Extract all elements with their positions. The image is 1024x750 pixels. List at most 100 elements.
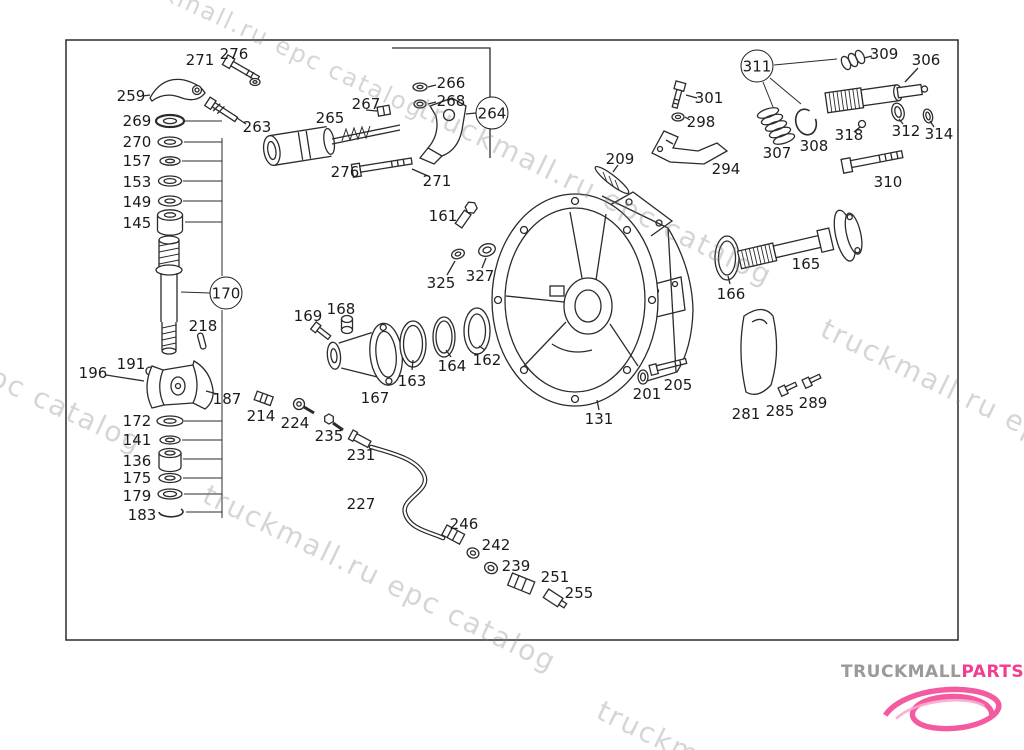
part-label-149: 149 <box>122 193 152 211</box>
fittings-214-224-235-231 <box>253 390 372 449</box>
part-label-162: 162 <box>472 351 502 369</box>
bolt-169-sleeve-168 <box>309 314 354 341</box>
part-label-187: 187 <box>212 390 242 408</box>
part-label-266: 266 <box>436 74 466 92</box>
nut-267 <box>365 104 392 117</box>
part-label-201: 201 <box>632 385 662 403</box>
part-label-227: 227 <box>346 495 376 513</box>
part-label-271: 271 <box>422 172 452 190</box>
part-label-169: 169 <box>293 307 323 325</box>
part-label-325: 325 <box>426 274 456 292</box>
logo-brand-accent: PARTS <box>961 662 1024 682</box>
part-label-267: 267 <box>351 95 381 113</box>
snap-ring-308 <box>794 108 818 136</box>
part-label-166: 166 <box>716 285 746 303</box>
bolt-263 <box>203 96 247 125</box>
output-shaft-165 <box>736 209 863 270</box>
part-label-172: 172 <box>122 412 152 430</box>
small-parts-318-312-314 <box>853 102 935 133</box>
part-label-175: 175 <box>122 469 152 487</box>
part-label-157: 157 <box>122 152 152 170</box>
bolt-161 <box>454 201 478 229</box>
part-label-263: 263 <box>242 118 272 136</box>
logo-text: TRUCKMALLPARTS <box>841 662 1024 682</box>
part-label-214: 214 <box>246 407 276 425</box>
part-label-153: 153 <box>122 173 152 191</box>
bell-housing-131 <box>491 191 694 411</box>
part-label-259: 259 <box>116 87 146 105</box>
part-label-308: 308 <box>799 137 829 155</box>
part-label-301: 301 <box>694 89 724 107</box>
fittings-246-242-239-251-255 <box>440 524 568 609</box>
cylinder-265 <box>262 124 401 167</box>
part-label-218: 218 <box>188 317 218 335</box>
callout-311-leaders <box>762 58 838 108</box>
part-label-271: 271 <box>185 51 215 69</box>
part-label-167: 167 <box>360 389 390 407</box>
bolts-285-289 <box>777 373 822 398</box>
bolt-310 <box>840 149 904 174</box>
part-callout-170: 170 <box>209 276 243 310</box>
part-label-242: 242 <box>481 536 511 554</box>
part-label-145: 145 <box>122 214 152 232</box>
part-label-235: 235 <box>314 427 344 445</box>
part-label-269: 269 <box>122 112 152 130</box>
part-label-251: 251 <box>540 568 570 586</box>
bolt-301-ring-298 <box>671 80 698 122</box>
part-callout-264: 264 <box>475 96 509 130</box>
part-label-131: 131 <box>584 410 614 428</box>
lever-209 <box>594 164 630 195</box>
part-label-294: 294 <box>711 160 741 178</box>
input-shaft-170 <box>155 235 183 355</box>
bolt-276-mid <box>350 157 429 179</box>
stack-leader-lines <box>180 120 223 518</box>
shift-fork-187 <box>105 360 218 410</box>
part-label-309: 309 <box>869 45 899 63</box>
part-label-136: 136 <box>122 452 152 470</box>
washer-266-ring-268 <box>412 82 437 109</box>
part-label-205: 205 <box>663 376 693 394</box>
part-label-161: 161 <box>428 207 458 225</box>
truckmall-logo: TRUCKMALLPARTS <box>841 662 1024 748</box>
part-label-318: 318 <box>834 126 864 144</box>
part-label-281: 281 <box>731 405 761 423</box>
part-label-183: 183 <box>127 506 157 524</box>
spring-309 <box>840 49 873 71</box>
part-label-239: 239 <box>501 557 531 575</box>
part-label-196: 196 <box>78 364 108 382</box>
bolt-271-276-top <box>221 54 261 87</box>
part-label-298: 298 <box>686 113 716 131</box>
part-label-231: 231 <box>346 446 376 464</box>
shaft-assembly-306 <box>824 67 929 114</box>
part-label-268: 268 <box>436 92 466 110</box>
part-label-179: 179 <box>122 487 152 505</box>
part-label-276: 276 <box>219 45 249 63</box>
rings-325-327 <box>446 243 496 276</box>
part-label-285: 285 <box>765 402 795 420</box>
spring-307 <box>756 107 796 145</box>
logo-swirl-icon <box>882 686 1002 732</box>
washer-stack-upper <box>154 113 186 236</box>
flange-tube-167 <box>326 322 403 386</box>
diagram-frame <box>65 39 959 641</box>
ring-201-bolt-205 <box>637 357 688 385</box>
part-label-224: 224 <box>280 414 310 432</box>
pin-218 <box>196 332 207 350</box>
hose-227 <box>368 444 446 541</box>
seal-rings-163-164-162 <box>399 307 491 371</box>
lever-259 <box>142 78 206 102</box>
part-label-310: 310 <box>873 173 903 191</box>
part-label-314: 314 <box>924 125 954 143</box>
cover-plate-281 <box>740 308 778 395</box>
part-label-307: 307 <box>762 144 792 162</box>
part-label-255: 255 <box>564 584 594 602</box>
part-label-276: 276 <box>330 163 360 181</box>
part-label-265: 265 <box>315 109 345 127</box>
part-label-312: 312 <box>891 122 921 140</box>
part-label-246: 246 <box>449 515 479 533</box>
part-label-164: 164 <box>437 357 467 375</box>
part-label-327: 327 <box>465 267 495 285</box>
part-label-165: 165 <box>791 255 821 273</box>
